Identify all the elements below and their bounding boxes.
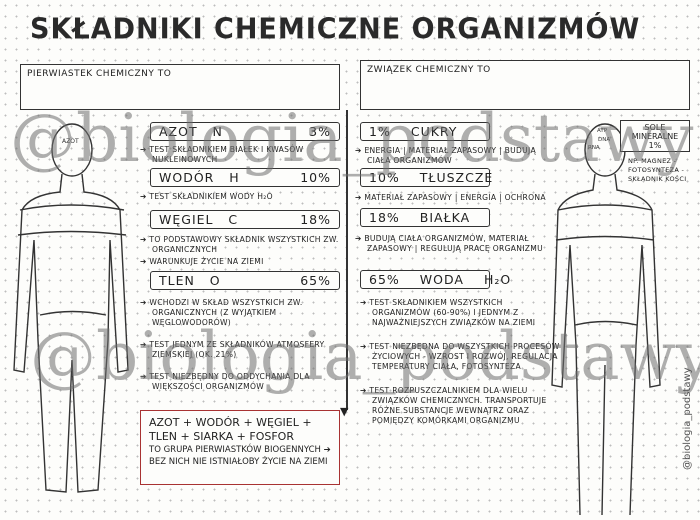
note: MATERIAŁ ZAPASOWY | ENERGIA | OCHRONA bbox=[355, 193, 565, 203]
compound-name: BIAŁKA bbox=[419, 210, 471, 225]
note: TEST SKŁADNIKIEM BIAŁEK I KWASÓW NUKLEIN… bbox=[140, 145, 340, 165]
element-box-azot: AZOT N 3% bbox=[150, 122, 340, 141]
element-notes-wodor: TEST SKŁADNIKIEM WODY H₂O bbox=[140, 192, 340, 208]
note: TEST NIEZBĘDNY DO ODDYCHANIA DLA WIĘKSZO… bbox=[140, 372, 335, 392]
compound-box-woda: 65% WODA H₂O bbox=[360, 270, 510, 289]
element-notes-azot: TEST SKŁADNIKIEM BIAŁEK I KWASÓW NUKLEIN… bbox=[140, 145, 340, 171]
element-box-wodor: WODÓR H 10% bbox=[150, 168, 340, 187]
minerals-label: SOLE MINERALNE bbox=[631, 123, 679, 141]
element-percent: 10% bbox=[300, 170, 331, 185]
element-box-wegiel: WĘGIEL C 18% bbox=[150, 210, 340, 229]
compound-notes-tluszcze: MATERIAŁ ZAPASOWY | ENERGIA | OCHRONA bbox=[355, 193, 565, 209]
element-name: TLEN bbox=[159, 273, 195, 288]
compound-percent: 18% bbox=[369, 210, 400, 225]
note: TEST JEDNYM ZE SKŁADNIKÓW ATMOSFERY ZIEM… bbox=[140, 340, 335, 360]
compound-definition-box: ZWIĄZEK CHEMICZNY TO bbox=[360, 60, 690, 110]
arrow-down-icon: ▼ bbox=[340, 405, 349, 418]
divider-arrow-line bbox=[346, 110, 348, 410]
note: TEST NIEZBĘDNA DO WSZYSTKICH PROCESÓW ŻY… bbox=[360, 342, 560, 372]
author-signature: @biologia_podstawy bbox=[682, 367, 693, 470]
compound-name: CUKRY bbox=[410, 124, 458, 139]
element-percent: 18% bbox=[300, 212, 331, 227]
compound-definition-label: ZWIĄZEK CHEMICZNY TO bbox=[367, 65, 491, 75]
element-symbol: N bbox=[212, 124, 223, 139]
compound-box-bialka: 18% BIAŁKA bbox=[360, 208, 490, 227]
element-symbol: O bbox=[209, 273, 221, 288]
compound-notes-cukry: ENERGIA | MATERIAŁ ZAPASOWY | BUDUJĄ CIA… bbox=[355, 146, 555, 172]
compound-notes-bialka: BUDUJĄ CIAŁA ORGANIZMÓW, MATERIAŁ ZAPASO… bbox=[355, 234, 555, 260]
compound-notes-woda: TEST SKŁADNIKIEM WSZYSTKICH ORGANIZMÓW (… bbox=[360, 298, 560, 432]
right-human-figure: ATP DNA RNA bbox=[551, 123, 661, 516]
note: WARUNKUJE ŻYCIE NA ZIEMI bbox=[140, 257, 340, 267]
note: BUDUJĄ CIAŁA ORGANIZMÓW, MATERIAŁ ZAPASO… bbox=[355, 234, 555, 254]
compound-percent: 1% bbox=[369, 124, 391, 139]
element-name: WODÓR bbox=[159, 170, 215, 185]
note: TEST ROZPUSZCZALNIKIEM DLA WIELU ZWIĄZKÓ… bbox=[360, 386, 560, 426]
compound-box-cukry: 1% CUKRY bbox=[360, 122, 490, 141]
biogenic-formula: AZOT + WODÓR + WĘGIEL + TLEN + SIARKA + … bbox=[149, 416, 312, 443]
note: WCHODZI W SKŁAD WSZYSTKICH ZW. ORGANICZN… bbox=[140, 298, 335, 328]
head-label-rna: RNA bbox=[588, 145, 600, 151]
element-percent: 3% bbox=[309, 124, 331, 139]
element-name: AZOT bbox=[159, 124, 198, 139]
element-definition-box: PIERWIASTEK CHEMICZNY TO bbox=[20, 64, 340, 110]
biogenic-description: TO GRUPA PIERWIASTKÓW BIOGENNYCH ➔ BEZ N… bbox=[149, 445, 331, 467]
element-notes-tlen: WCHODZI W SKŁAD WSZYSTKICH ZW. ORGANICZN… bbox=[140, 298, 335, 398]
element-box-tlen: TLEN O 65% bbox=[150, 271, 340, 290]
element-percent: 65% bbox=[300, 273, 331, 288]
head-label-dna: DNA bbox=[598, 137, 610, 143]
element-definition-label: PIERWIASTEK CHEMICZNY TO bbox=[27, 69, 172, 79]
compound-name: WODA bbox=[419, 272, 464, 287]
note: TO PODSTAWOWY SKŁADNIK WSZYSTKICH ZW. OR… bbox=[140, 235, 340, 255]
compound-percent: 65% bbox=[369, 272, 400, 287]
minerals-percent: 1% bbox=[648, 141, 662, 150]
minerals-notes: NP. MAGNEZ - FOTOSYNTEZA - SKŁADNIK KOŚC… bbox=[628, 157, 687, 183]
head-label-atp: ATP bbox=[597, 128, 608, 134]
biogenic-elements-box: AZOT + WODÓR + WĘGIEL + TLEN + SIARKA + … bbox=[140, 410, 340, 485]
compound-percent: 10% bbox=[369, 170, 400, 185]
compound-name: TŁUSZCZE bbox=[419, 170, 494, 185]
head-label-azot: AZOT bbox=[62, 138, 79, 145]
note: TEST SKŁADNIKIEM WODY H₂O bbox=[140, 192, 340, 202]
element-symbol: H bbox=[229, 170, 240, 185]
note: ENERGIA | MATERIAŁ ZAPASOWY | BUDUJĄ CIA… bbox=[355, 146, 555, 166]
element-name: WĘGIEL bbox=[159, 212, 214, 227]
compound-box-tluszcze: 10% TŁUSZCZE bbox=[360, 168, 492, 187]
note: TEST SKŁADNIKIEM WSZYSTKICH ORGANIZMÓW (… bbox=[360, 298, 560, 328]
element-symbol: C bbox=[228, 212, 239, 227]
compound-formula: H₂O bbox=[483, 272, 512, 287]
left-human-figure: AZOT bbox=[13, 123, 129, 493]
element-notes-wegiel: TO PODSTAWOWY SKŁADNIK WSZYSTKICH ZW. OR… bbox=[140, 235, 340, 273]
page-title: SKŁADNIKI CHEMICZNE ORGANIZMÓW bbox=[30, 13, 641, 46]
